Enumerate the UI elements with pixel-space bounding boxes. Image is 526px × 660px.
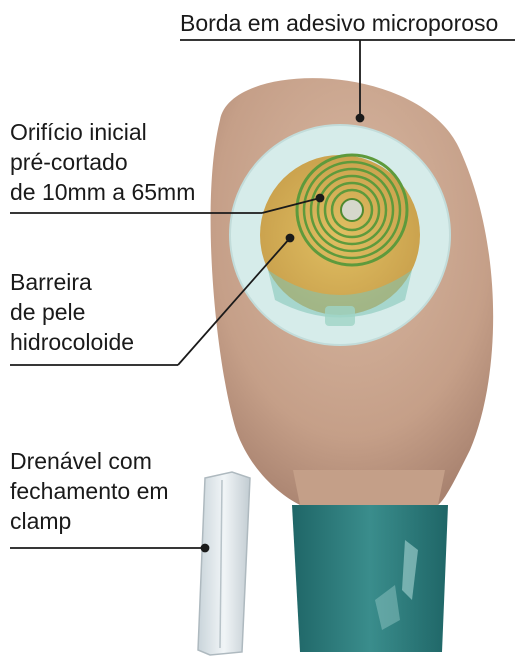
- label-line: Orifício inicial: [10, 119, 147, 145]
- label-line: Drenável com: [10, 448, 152, 474]
- drain-outlet: [292, 505, 448, 652]
- drain-reflection-2: [375, 585, 400, 630]
- drainage-clamp: [197, 471, 251, 656]
- label-line: fechamento em: [10, 478, 169, 504]
- label-line: Borda em adesivo microporoso: [180, 10, 499, 36]
- starter-hole-guide-rings: [295, 153, 409, 267]
- leader-line-opening-diag: [261, 197, 321, 214]
- leader-dot-drain: [200, 543, 210, 553]
- label-drainable-clamp: Drenável com fechamento em clamp: [10, 446, 169, 536]
- leader-dot-opening: [315, 193, 325, 203]
- label-line: de 10mm a 65mm: [10, 179, 196, 205]
- leader-dot-barrier: [285, 233, 295, 243]
- starter-hole: [340, 198, 364, 222]
- barrier-lower-tint: [268, 270, 412, 318]
- label-adhesive-border: Borda em adesivo microporoso: [180, 8, 498, 38]
- drain-neck: [293, 470, 445, 505]
- label-starter-opening: Orifício inicial pré-cortado de 10mm a 6…: [10, 117, 195, 207]
- label-line: Barreira: [10, 269, 92, 295]
- leader-dot-border: [355, 113, 365, 123]
- label-skin-barrier: Barreira de pele hidrocoloide: [10, 267, 134, 357]
- barrier-tab: [325, 306, 355, 326]
- label-line: clamp: [10, 508, 72, 534]
- leader-line-barrier-diag: [177, 237, 291, 366]
- drain-reflection: [402, 540, 418, 600]
- leader-lines: [10, 39, 515, 553]
- label-line: de pele: [10, 299, 86, 325]
- label-line: hidrocoloide: [10, 329, 135, 355]
- label-line: pré-cortado: [10, 149, 128, 175]
